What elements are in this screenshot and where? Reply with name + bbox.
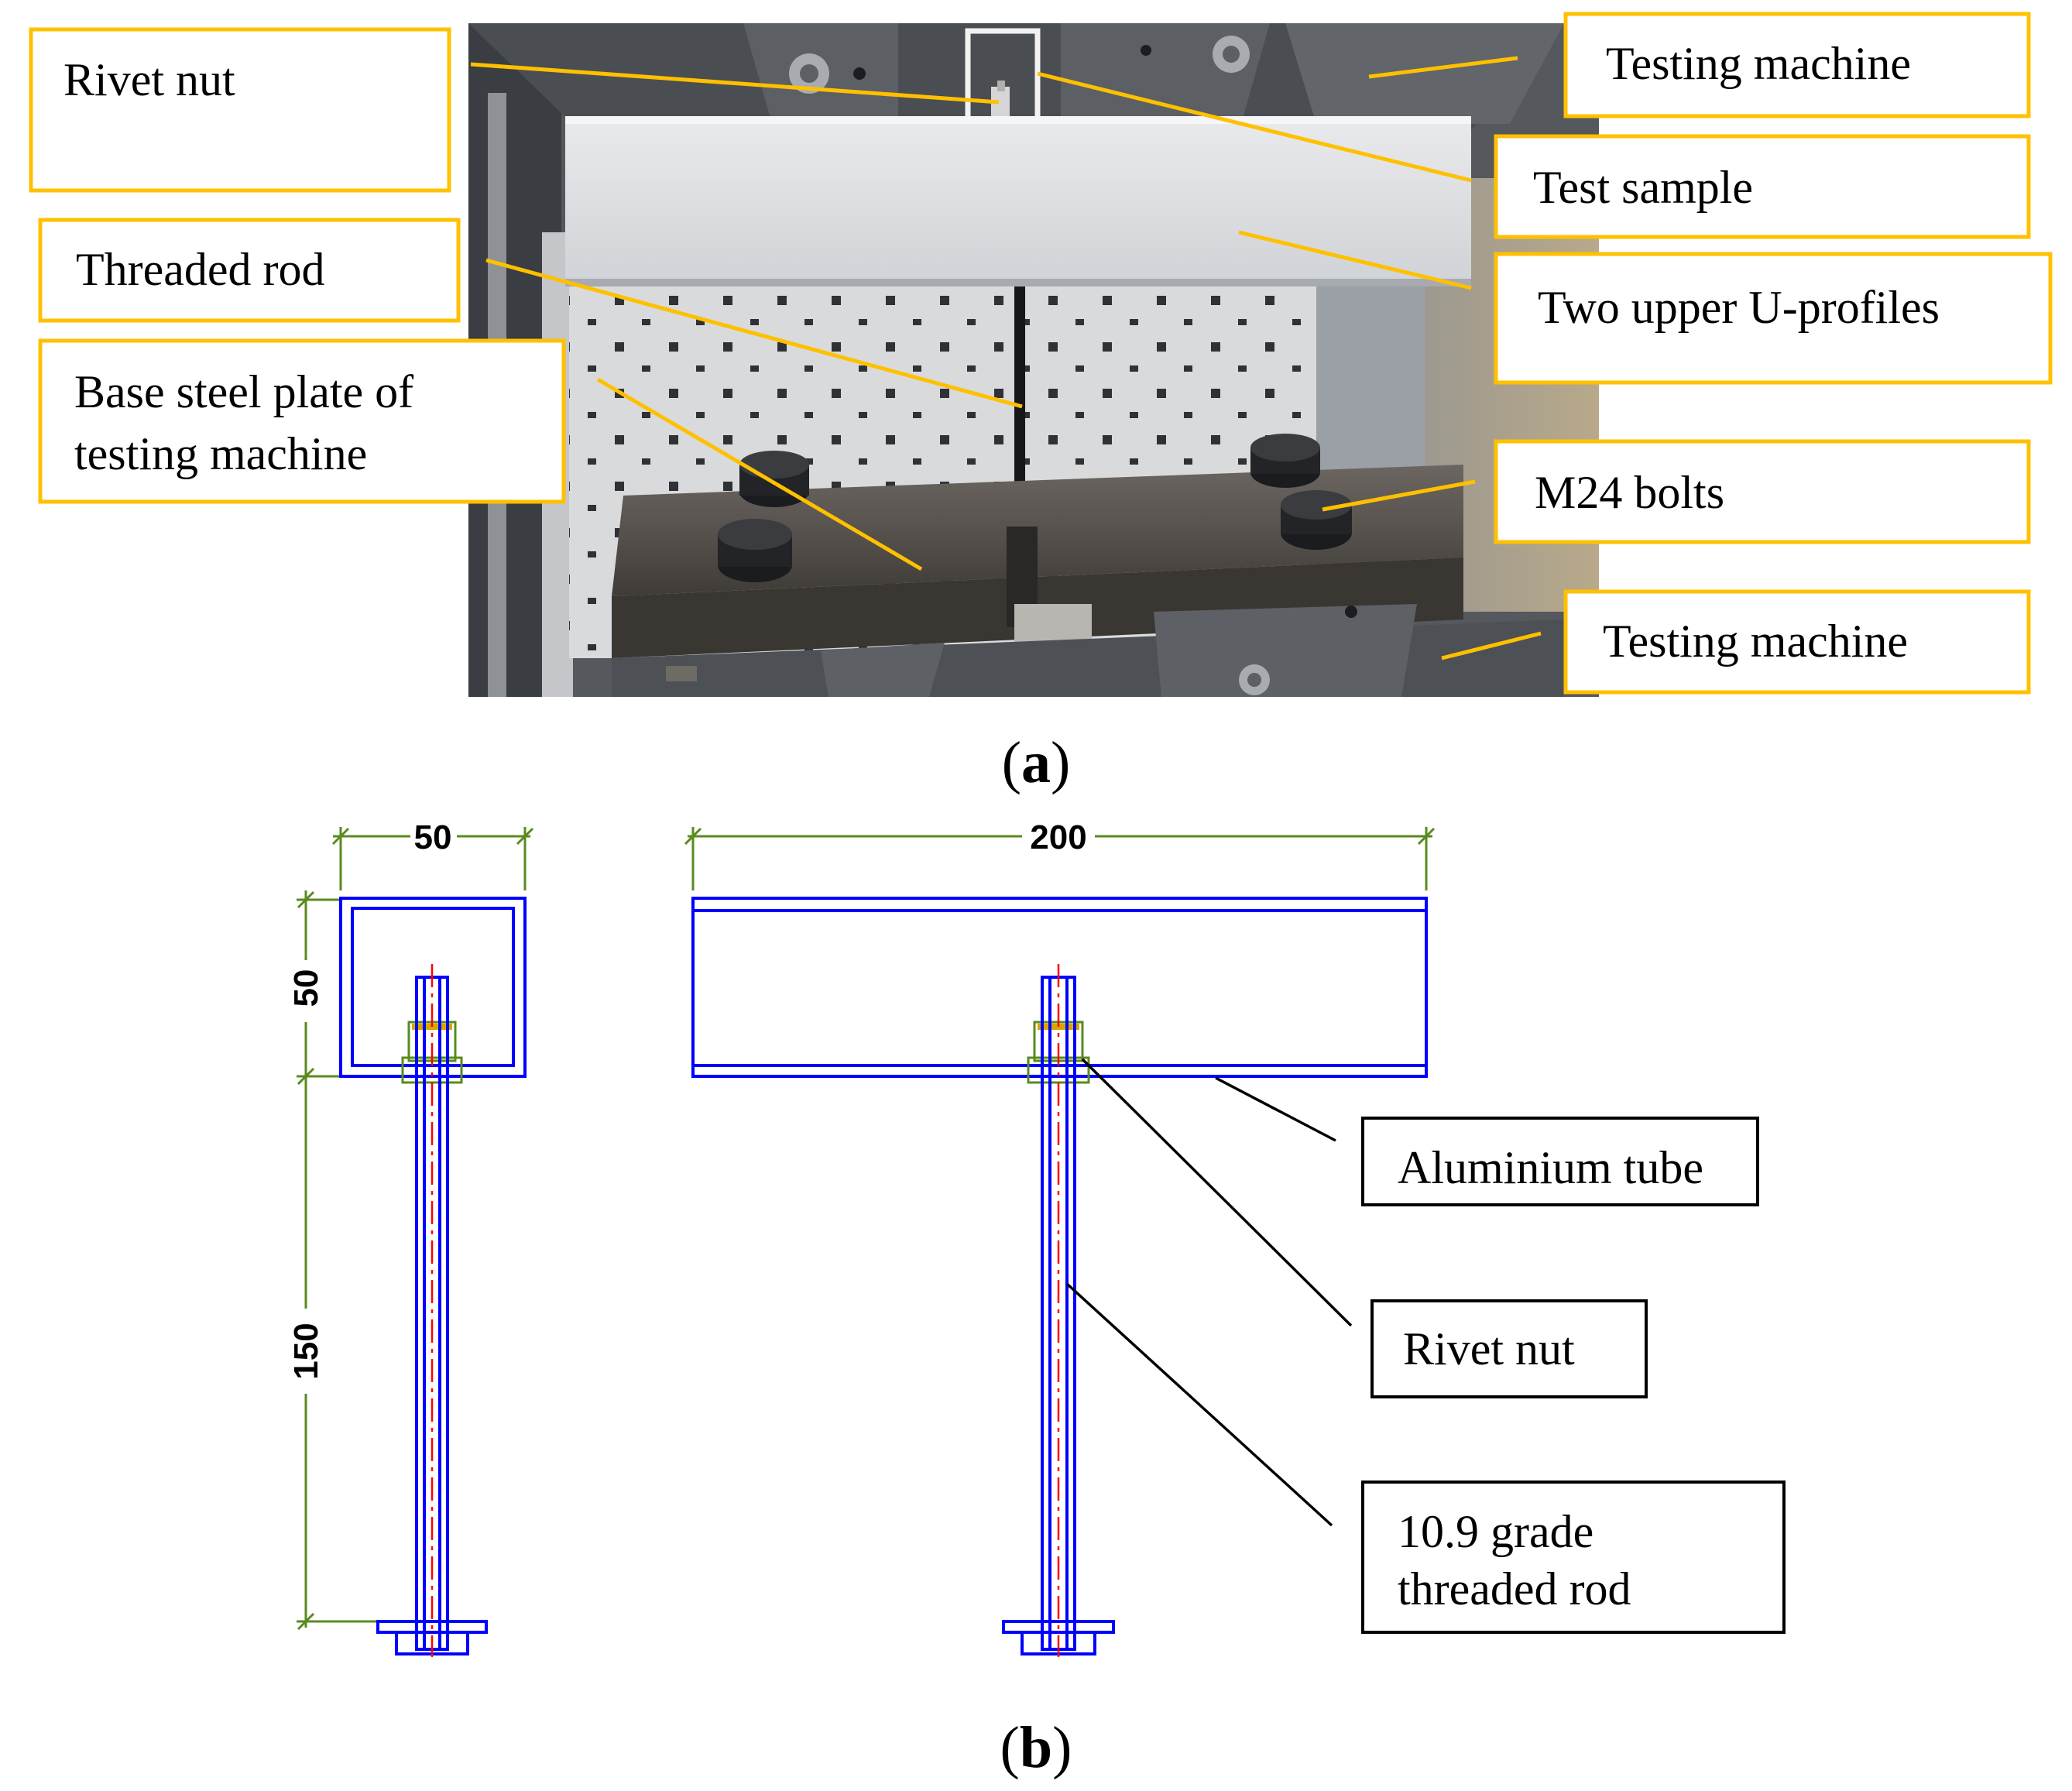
label-threaded-rod-photo: Threaded rod xyxy=(38,218,461,323)
label-text: 10.9 grade xyxy=(1398,1506,1593,1557)
label-text: M24 bolts xyxy=(1535,467,1724,518)
leader-threaded-rod-drawing xyxy=(1065,1282,1333,1527)
aluminium-tube-front xyxy=(691,897,1428,1078)
label-upper-u-profiles: Two upper U-profiles xyxy=(1494,252,2053,385)
threaded-rod-front xyxy=(1002,976,1115,1655)
leader-testing-machine-bottom xyxy=(1441,631,1542,660)
threaded-rod-side xyxy=(376,976,488,1655)
label-text: Aluminium tube xyxy=(1398,1142,1703,1193)
leader-rivet-nut xyxy=(470,62,1000,105)
leader-aluminium-tube xyxy=(1215,1076,1336,1142)
dimension-height-tube: 50 xyxy=(287,969,325,1007)
front-view xyxy=(691,897,1428,1657)
label-text: Rivet nut xyxy=(1403,1323,1575,1374)
dimension-lines xyxy=(297,827,1436,1631)
m24-bolt xyxy=(1250,434,1320,488)
label-text: Threaded rod xyxy=(76,244,325,295)
label-text: threaded rod xyxy=(1398,1563,1631,1614)
leader-rivet-nut-drawing xyxy=(1081,1058,1353,1327)
label-text: Test sample xyxy=(1533,162,1753,213)
leader-test-sample xyxy=(1037,71,1472,183)
photo-leader-lines xyxy=(470,56,1542,660)
label-testing-machine-top: Testing machine xyxy=(1563,12,2031,118)
label-text: Testing machine xyxy=(1606,38,1911,89)
side-view xyxy=(339,897,527,1657)
leader-base-plate xyxy=(596,377,923,571)
label-rivet-nut-photo: Rivet nut xyxy=(29,27,451,193)
label-m24-bolts: M24 bolts xyxy=(1494,439,2031,544)
caption-a: (a) xyxy=(1002,730,1071,795)
caption-b: (b) xyxy=(1000,1715,1072,1780)
leader-threaded-rod xyxy=(485,258,1023,409)
label-text: Base steel plate of xyxy=(74,366,413,417)
leader-testing-machine-top xyxy=(1368,56,1518,79)
m24-bolt xyxy=(1281,490,1352,550)
label-text: testing machine xyxy=(74,428,367,479)
label-aluminium-tube: Aluminium tube xyxy=(1361,1117,1759,1206)
dimension-height-rod: 150 xyxy=(287,1323,325,1379)
label-threaded-rod-drawing: 10.9 grade threaded rod xyxy=(1361,1480,1786,1634)
leader-bolts xyxy=(1322,479,1476,512)
label-testing-machine-bottom: Testing machine xyxy=(1563,589,2031,695)
label-test-sample: Test sample xyxy=(1494,134,2031,239)
leader-upper-profiles xyxy=(1238,230,1472,290)
photo-testing-setup xyxy=(468,23,1599,697)
label-text: Testing machine xyxy=(1603,616,1908,667)
label-base-steel-plate: Base steel plate of testing machine xyxy=(38,338,566,504)
dimension-width-side: 50 xyxy=(414,818,452,856)
m24-bolt xyxy=(718,519,792,582)
dimension-width-front: 200 xyxy=(1030,818,1086,856)
label-text: Rivet nut xyxy=(63,54,235,105)
label-rivet-nut-drawing: Rivet nut xyxy=(1370,1299,1648,1398)
label-text: Two upper U-profiles xyxy=(1538,282,1940,333)
drawing-leader-lines xyxy=(1065,1058,1353,1527)
